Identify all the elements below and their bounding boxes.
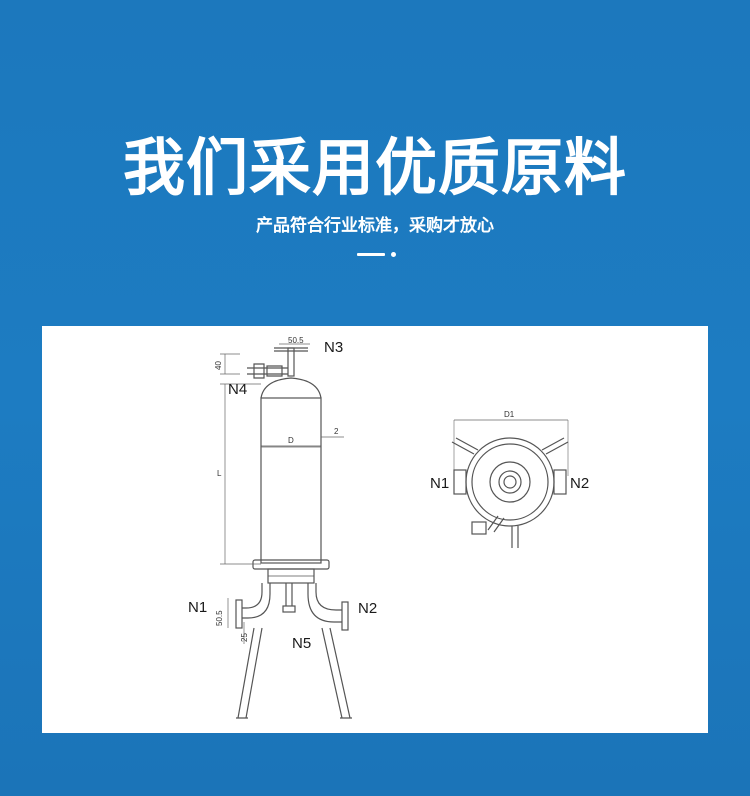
outlet-flange-n2 xyxy=(341,601,349,631)
housing-dome xyxy=(260,377,322,399)
label-n5: N5 xyxy=(292,635,311,652)
divider-dot xyxy=(391,252,396,257)
dim-top-width: 50.5 xyxy=(288,336,304,345)
bottom-clamp xyxy=(252,559,330,570)
label-n3: N3 xyxy=(324,339,343,356)
top-flange-n2 xyxy=(553,469,567,495)
dim-wall: 2 xyxy=(334,427,339,436)
leg-left xyxy=(237,627,263,719)
inlet-flange-n1 xyxy=(235,599,243,629)
top-drain xyxy=(511,526,519,548)
label-top-n1: N1 xyxy=(430,475,449,492)
side-view-dimensions xyxy=(220,343,344,644)
top-view-inner-circle xyxy=(489,461,531,503)
housing-body xyxy=(260,397,322,564)
page-title: 我们采用优质原料 xyxy=(122,131,627,204)
top-view xyxy=(451,419,569,548)
dim-diameter: D xyxy=(288,436,294,445)
page-subtitle: 产品符合行业标准，采购才放心 xyxy=(256,216,494,236)
diagram-panel: N3 N4 N1 N2 N5 N1 N2 50.5 40 L D 2 50.5 … xyxy=(42,326,708,733)
label-n1: N1 xyxy=(188,599,207,616)
dim-body-length: L xyxy=(217,469,222,478)
leg-right xyxy=(321,627,351,719)
drain-n5 xyxy=(285,583,293,606)
dim-flange: 50.5 xyxy=(215,610,224,626)
filter-housing-diagram: N3 N4 N1 N2 N5 N1 N2 50.5 40 L D 2 50.5 … xyxy=(188,336,589,719)
clamp-handle-left xyxy=(451,437,479,455)
top-view-outer-circle xyxy=(465,437,555,527)
label-top-n2: N2 xyxy=(570,475,589,492)
outlet-pipe-n2 xyxy=(307,583,342,623)
label-n2: N2 xyxy=(358,600,377,617)
dim-pipe: 25 xyxy=(240,633,249,642)
top-outlet-pipe xyxy=(287,347,295,377)
label-n4: N4 xyxy=(228,381,247,398)
clamp-handle-right xyxy=(541,437,569,455)
top-vent-valve xyxy=(487,515,505,533)
inlet-pipe-n1 xyxy=(242,583,271,619)
divider-bar xyxy=(357,253,385,256)
dim-top-height: 40 xyxy=(214,361,223,370)
side-view xyxy=(235,347,352,719)
dim-top-diameter: D1 xyxy=(504,410,515,419)
top-flange-n1 xyxy=(453,469,467,495)
